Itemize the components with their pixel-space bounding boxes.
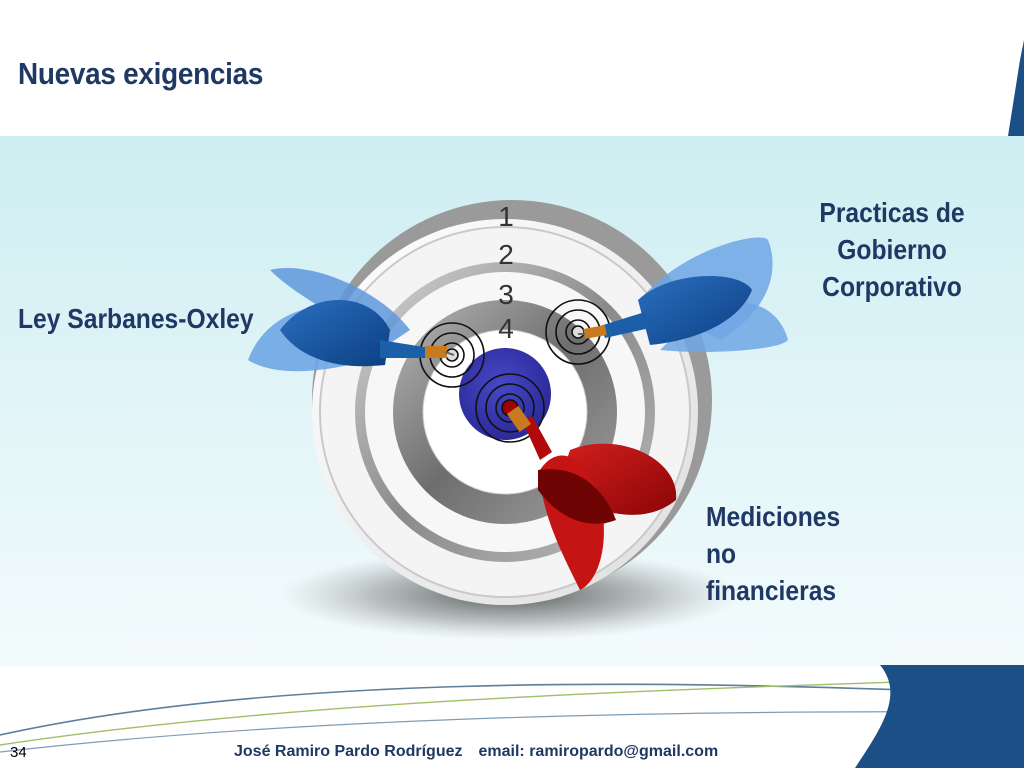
ring-number-1: 1 xyxy=(498,201,514,232)
label-line: Mediciones xyxy=(706,501,841,532)
label-line: Gobierno xyxy=(837,234,947,265)
dartboard-icon: 1 2 3 4 xyxy=(248,200,788,640)
page-number: 34 xyxy=(10,744,27,761)
label-line: Practicas de xyxy=(819,197,965,228)
red-dart-icon xyxy=(506,405,677,590)
footer-waves xyxy=(0,665,1024,768)
blue-dart-icon xyxy=(578,237,788,352)
footer-author: José Ramiro Pardo Rodríguez email: ramiro… xyxy=(234,743,718,761)
author-name: José Ramiro Pardo Rodríguez xyxy=(234,743,463,760)
corner-decoration xyxy=(1008,40,1024,136)
label-line: no xyxy=(706,538,737,569)
ring-number-4: 4 xyxy=(498,313,514,344)
author-email: email: ramiropardo@gmail.com xyxy=(478,743,719,760)
label-line: financieras xyxy=(706,575,837,606)
label-gobierno-corporativo: Practicas de Gobierno Corporativo xyxy=(793,194,990,305)
label-line: Corporativo xyxy=(822,271,962,302)
ring-number-2: 2 xyxy=(498,239,514,270)
slide-title: Nuevas exigencias xyxy=(18,56,264,91)
blue-dart-icon xyxy=(248,268,455,372)
ring-number-3: 3 xyxy=(498,279,514,310)
label-mediciones: Mediciones no financieras xyxy=(706,498,840,609)
label-sarbanes-oxley: Ley Sarbanes-Oxley xyxy=(18,303,254,334)
